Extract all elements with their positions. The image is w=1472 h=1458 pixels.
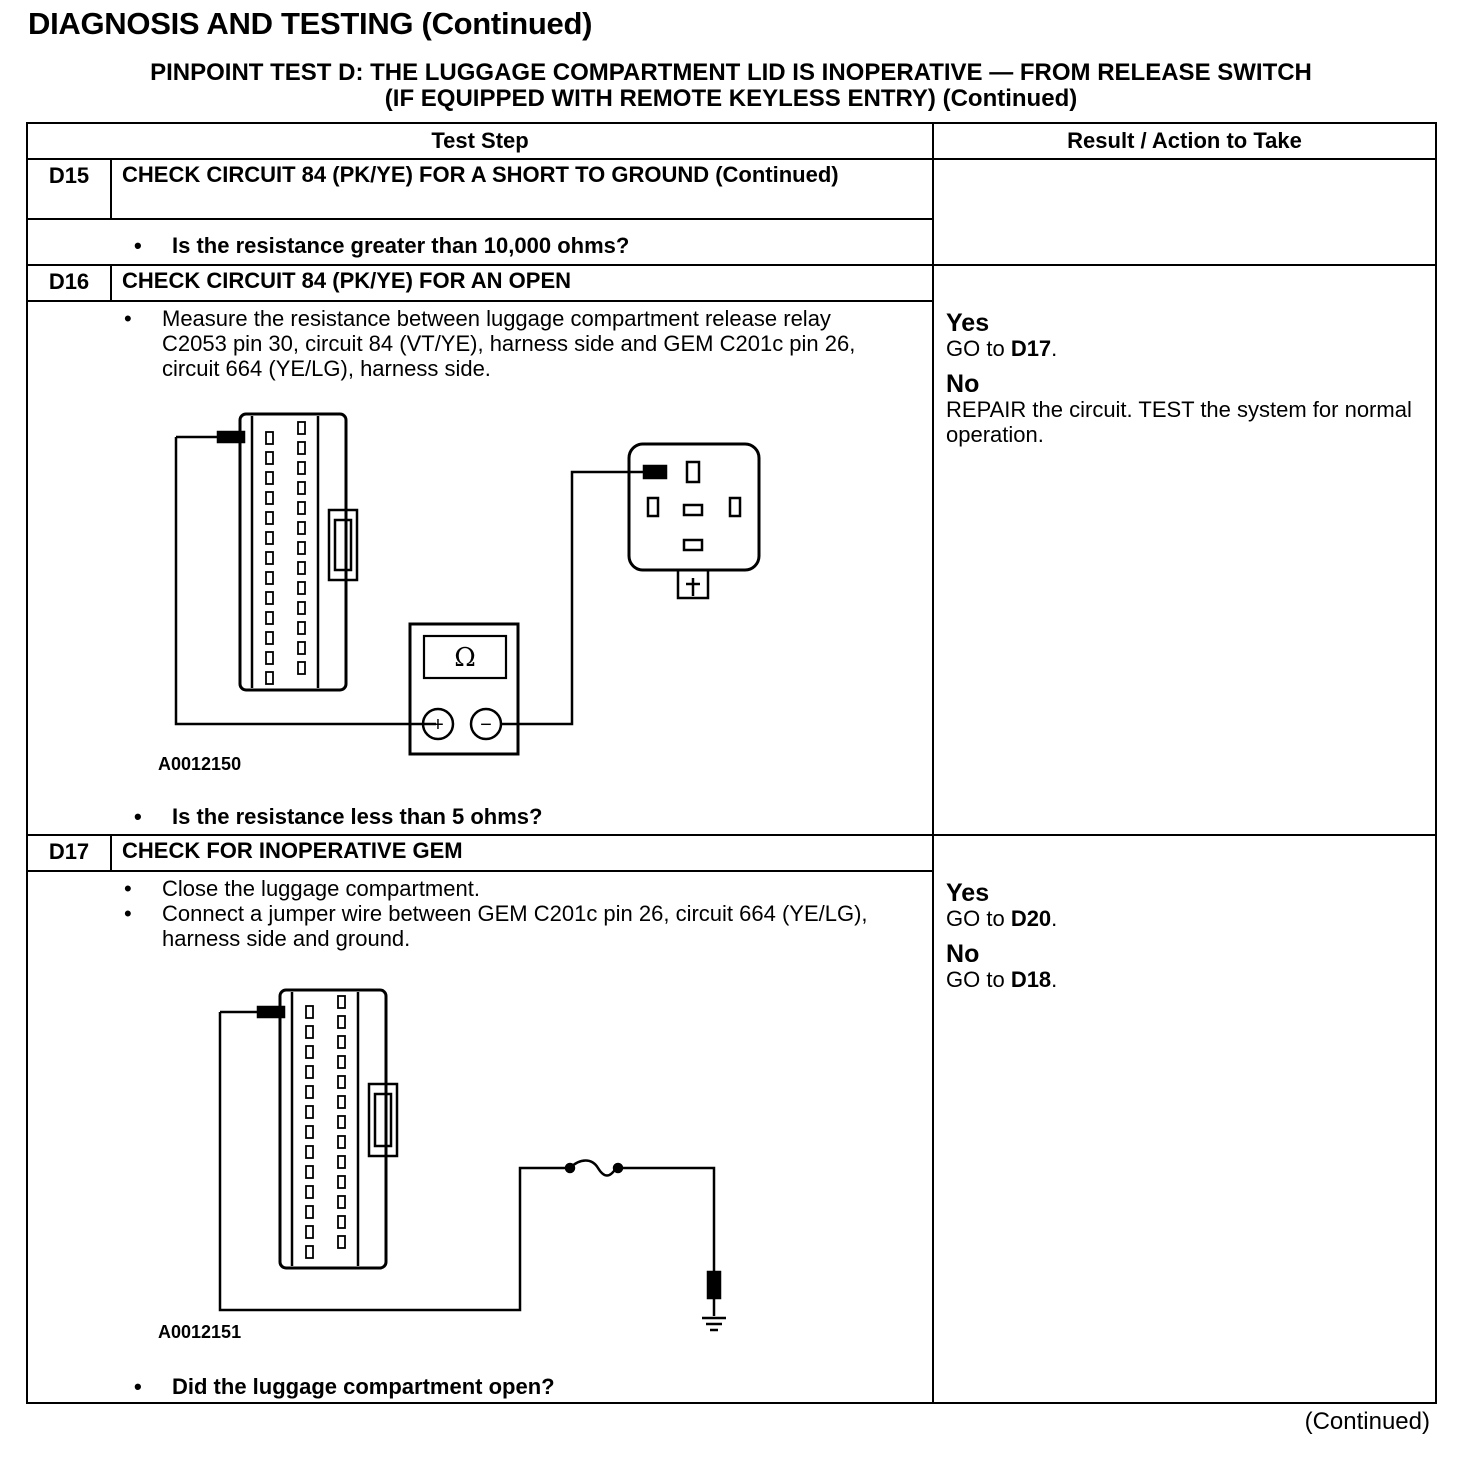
step-row-d15-body: Is the resistance greater than 10,000 oh… — [25, 218, 1436, 266]
result-cell-d17: Yes GO to D20. No GO to D18. — [932, 834, 1438, 1404]
meter-plus-label: + — [432, 714, 444, 736]
step-title-d16: CHECK CIRCUIT 84 (PK/YE) FOR AN OPEN — [109, 264, 935, 302]
figure-id-d16: A0012150 — [158, 754, 242, 774]
action-no-d17: GO to D18. — [946, 967, 1058, 992]
col-header-test-step: Test Step — [25, 122, 935, 160]
step-id-d16: D16 — [26, 264, 112, 302]
step-instructions-d17: Close the luggage compartment. Connect a… — [38, 876, 882, 951]
result-no-d16: No — [946, 370, 980, 398]
instruction-d16-1: Measure the resistance between luggage c… — [38, 306, 882, 381]
result-no-d17: No — [946, 940, 980, 968]
action-no-d16: REPAIR the circuit. TEST the system for … — [946, 397, 1412, 447]
table-header-row: Test Step Result / Action to Take — [25, 122, 1438, 160]
diagram-resistance-measurement: Ω + − — [174, 412, 761, 756]
instruction-d17-2: Connect a jumper wire between GEM C201c … — [38, 901, 882, 951]
ohmmeter — [408, 622, 520, 756]
step-title-d15: CHECK CIRCUIT 84 (PK/YE) FOR A SHORT TO … — [109, 158, 935, 220]
result-yes-d17: Yes — [946, 879, 990, 907]
result-cell-d16: Yes GO to D17. No REPAIR the circuit. TE… — [932, 264, 1438, 836]
step-question-d17: Did the luggage compartment open? — [38, 1374, 555, 1399]
meter-minus-label: − — [480, 714, 492, 736]
result-cell-d15 — [932, 158, 1438, 266]
pinpoint-test-heading: PINPOINT TEST D: THE LUGGAGE COMPARTMENT… — [28, 60, 1434, 112]
pinpoint-test-table: Test Step Result / Action to Take D15 CH… — [25, 122, 1438, 1404]
gem-connector — [238, 412, 348, 692]
step-instructions-d16: Measure the resistance between luggage c… — [38, 306, 882, 381]
continued-label: (Continued) — [1304, 1408, 1430, 1435]
step-title-d17: CHECK FOR INOPERATIVE GEM — [109, 834, 935, 872]
step-row-d17-title: D17 CHECK FOR INOPERATIVE GEM Yes GO to … — [26, 834, 1438, 1404]
step-id-d17: D17 — [26, 834, 112, 872]
result-yes-d16: Yes — [946, 309, 990, 337]
subtitle-line-2: (IF EQUIPPED WITH REMOTE KEYLESS ENTRY) … — [384, 85, 1078, 112]
step-id-d15: D15 — [26, 158, 112, 220]
action-yes-d17: GO to D20. — [946, 906, 1058, 931]
diagram-jumper-to-ground — [218, 988, 726, 1332]
step-row-d15-title: D15 CHECK CIRCUIT 84 (PK/YE) FOR A SHORT… — [26, 158, 1438, 266]
step-question-d15: Is the resistance greater than 10,000 oh… — [38, 233, 922, 258]
instruction-d17-1: Close the luggage compartment. — [38, 876, 882, 901]
page-title: DIAGNOSIS AND TESTING (Continued) — [28, 6, 593, 41]
ohm-symbol: Ω — [454, 643, 476, 673]
col-header-result: Result / Action to Take — [932, 122, 1438, 160]
step-row-d16-title: D16 CHECK CIRCUIT 84 (PK/YE) FOR AN OPEN… — [26, 264, 1438, 836]
figure-id-d17: A0012151 — [158, 1322, 242, 1342]
subtitle-line-1: PINPOINT TEST D: THE LUGGAGE COMPARTMENT… — [150, 59, 1312, 86]
step-question-d16: Is the resistance less than 5 ohms? — [38, 804, 542, 829]
step-row-d16-body: Measure the resistance between luggage c… — [25, 300, 1436, 836]
step-row-d17-body: Close the luggage compartment. Connect a… — [25, 870, 1436, 1404]
action-yes-d16: GO to D17. — [946, 336, 1058, 361]
gem-connector-2 — [278, 988, 388, 1270]
